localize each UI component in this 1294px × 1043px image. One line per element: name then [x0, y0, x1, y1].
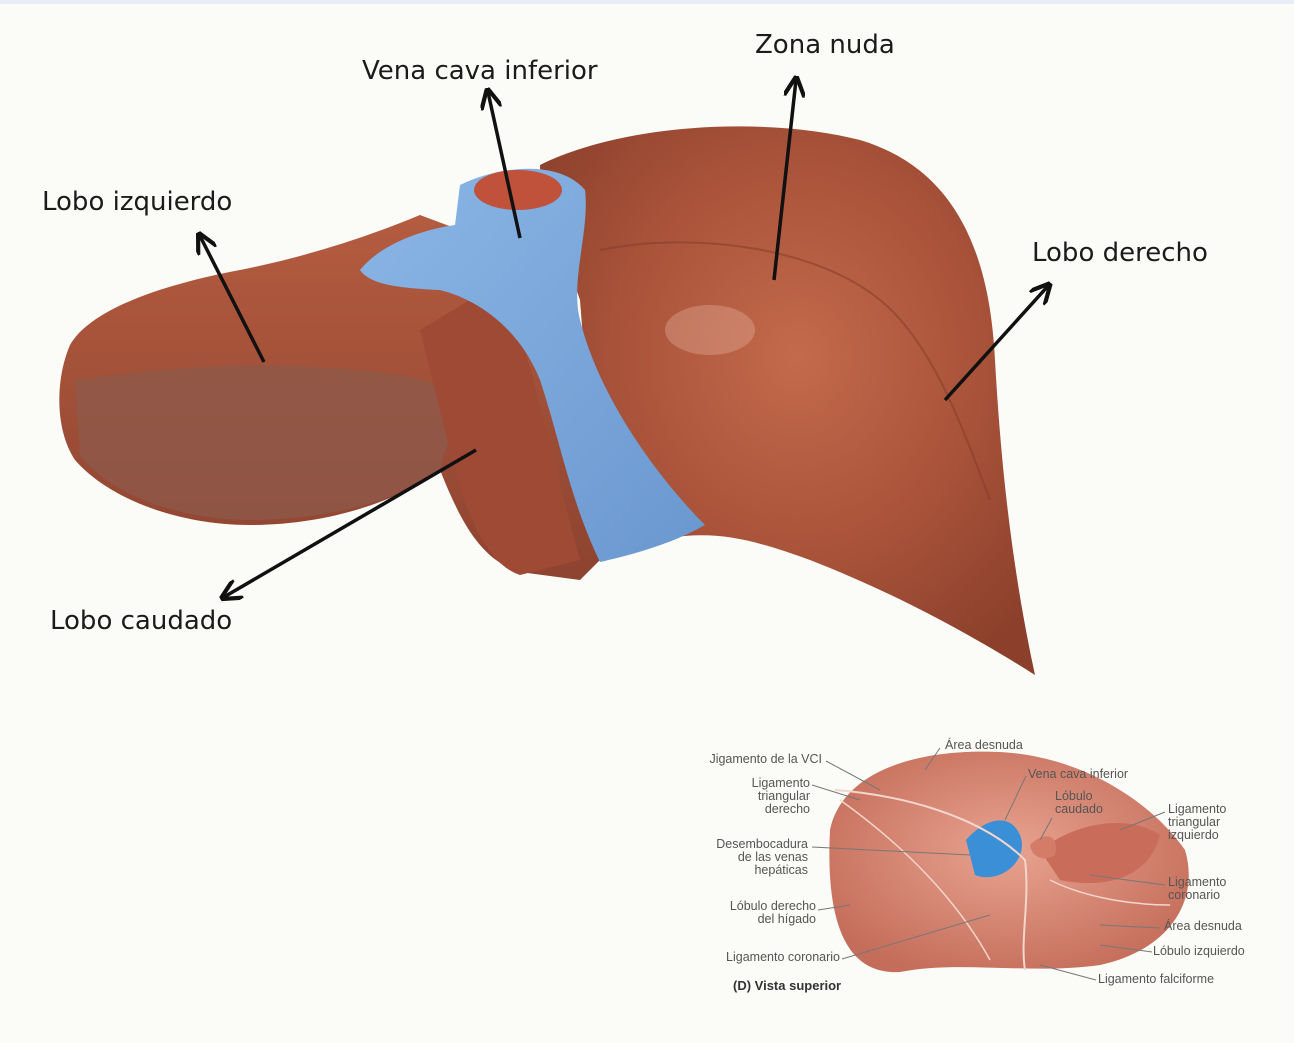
inset-label-desembocadura: Desembocadura de las venas hepáticas — [716, 838, 808, 877]
inset-label-lig-coronario-right: Ligamento coronario — [1168, 876, 1226, 902]
inset-label-lig-coronario-left: Ligamento coronario — [726, 951, 840, 964]
inset-label-area-desnuda: Área desnuda — [1164, 920, 1242, 933]
inset-label-lig-triangular-izq: Ligamento triangular izquierdo — [1168, 803, 1226, 842]
label-lobo-derecho: Lobo derecho — [1032, 238, 1208, 268]
vena-cava-lumen — [474, 170, 562, 210]
inset-label-ligamento-vci: Jigamento de la VCI — [709, 753, 822, 766]
inset-label-lig-falciforme: Ligamento falciforme — [1098, 973, 1214, 986]
label-vena-cava-inferior: Vena cava inferior — [362, 56, 598, 86]
right-lobe-shape — [540, 126, 1035, 675]
label-lobo-caudado: Lobo caudado — [50, 606, 232, 636]
label-lobo-izquierdo: Lobo izquierdo — [42, 187, 232, 217]
right-lobe-highlight — [665, 305, 755, 355]
inset-liver-illustration — [829, 752, 1188, 972]
inset-label-lobulo-caudado: Lóbulo caudado — [1055, 790, 1103, 816]
inset-label-lig-triangular-derecho: Ligamento triangular derecho — [752, 777, 810, 816]
inset-label-vena-cava: Vena cava inferior — [1028, 768, 1128, 781]
inset-caption: (D) Vista superior — [733, 978, 841, 993]
inset-label-lobulo-derecho: Lóbulo derecho del hígado — [730, 900, 816, 926]
inset-label-lobulo-izquierdo: Lóbulo izquierdo — [1153, 945, 1245, 958]
label-zona-nuda: Zona nuda — [755, 30, 895, 60]
inset-label-area-desnuda-top: Área desnuda — [945, 739, 1023, 752]
